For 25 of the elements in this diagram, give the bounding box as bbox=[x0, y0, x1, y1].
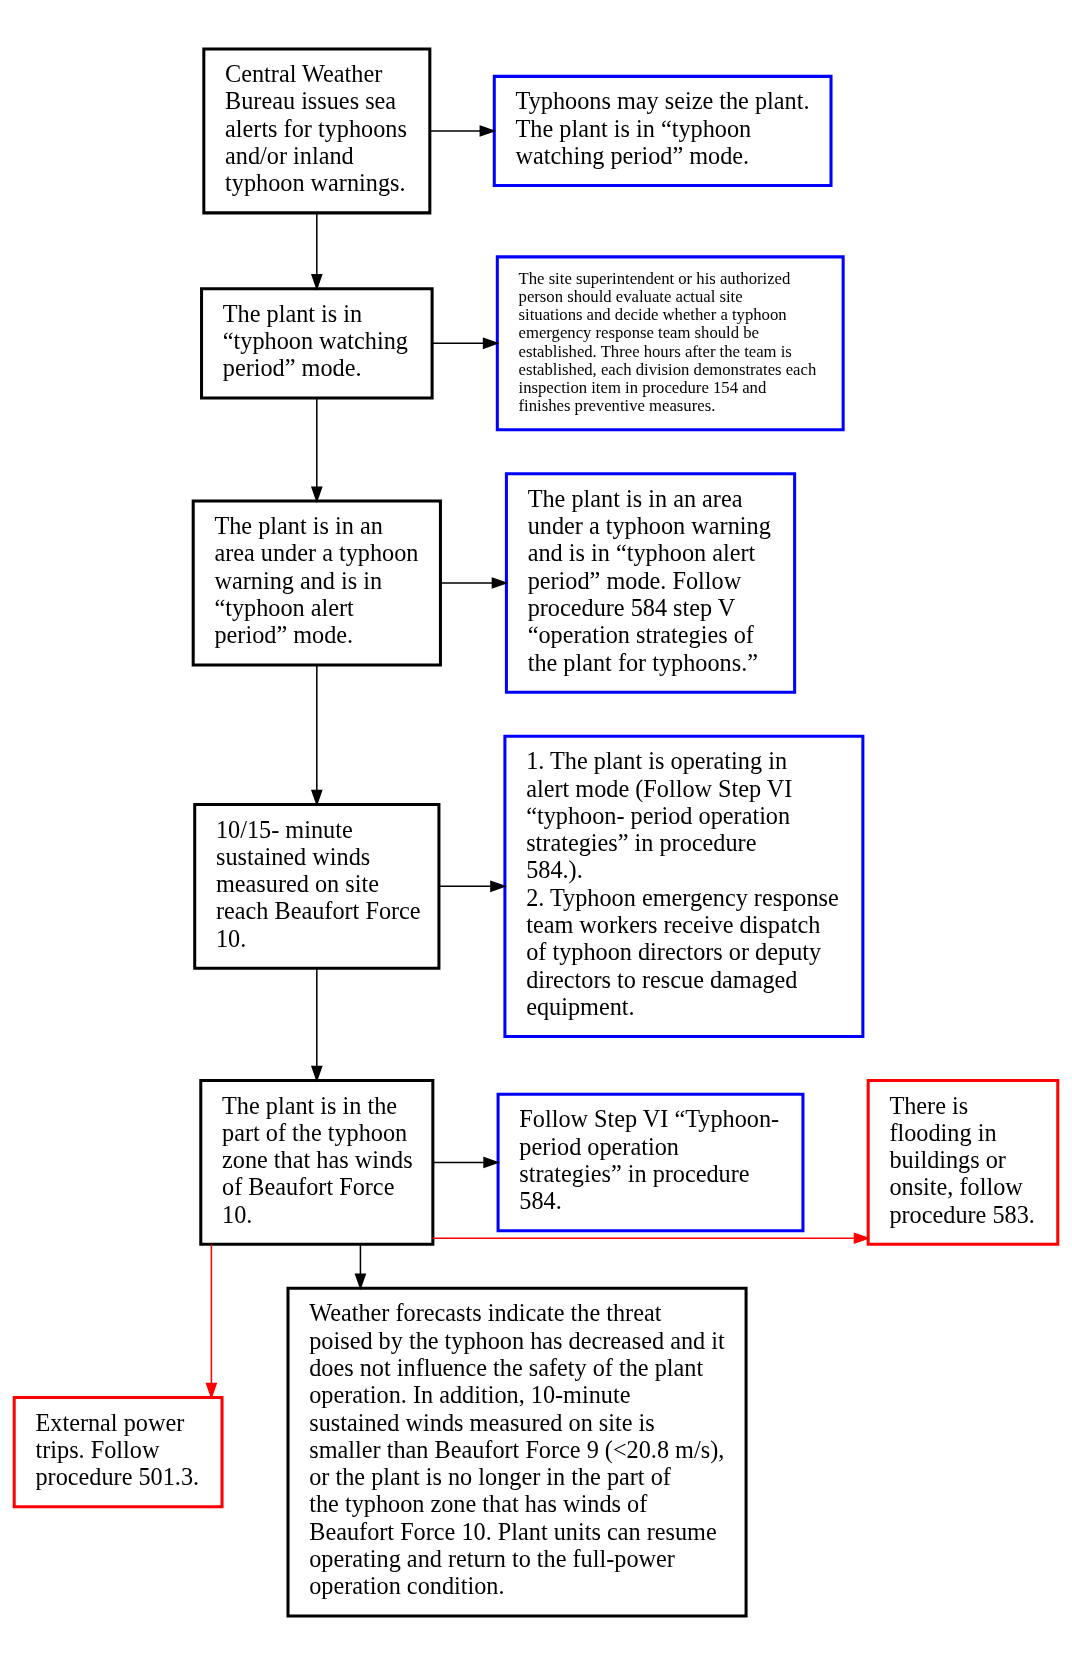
arrow bbox=[438, 880, 507, 893]
arrow bbox=[439, 577, 509, 589]
node-box: Typhoons may seize the plant. The plant is in “typhoon watching period” mode. bbox=[492, 74, 833, 188]
node-box: The plant is in the part of the typhoon zone that has winds of Beaufort Force 10. bbox=[199, 1079, 435, 1246]
node-box: Weather forecasts indicate the threat poised by the typhoon has decreased and it does not influence the safety of the plant operation. In addition, 10-minute sustained winds measured on site is smaller than Beaufort Force 9 (<20.8 m/s), or the plant is no longer in the part of the typhoon zone that has winds of Beaufort Force 10. Plant units can resume operating and return to the full-power operation condition. bbox=[286, 1286, 748, 1618]
arrow bbox=[310, 664, 323, 807]
node-box: The plant is in “typhoon watching period” mode. bbox=[200, 287, 434, 400]
arrow bbox=[205, 1243, 218, 1400]
arrow bbox=[310, 397, 323, 504]
arrow bbox=[310, 212, 323, 291]
node-box: There is flooding in buildings or onsite, follow procedure 583. bbox=[866, 1079, 1060, 1246]
arrow bbox=[431, 337, 500, 350]
arrow bbox=[429, 125, 497, 137]
arrow bbox=[432, 1156, 501, 1169]
node-box: External power trips. Follow procedure 501.3. bbox=[12, 1396, 224, 1509]
node-box: Follow Step VI “Typhoon- period operation strategies” in procedure 584. bbox=[496, 1092, 805, 1233]
node-box: 1. The plant is operating in alert mode (Follow Step VI “typhoon- period operation strategies” in procedure 584.). 2. Typhoon emergency response team workers receive dispatch of typhoon directors or deputy directors to rescue damaged equipment. bbox=[503, 734, 865, 1039]
arrow bbox=[432, 1232, 871, 1245]
arrow bbox=[310, 967, 323, 1083]
node-box: The plant is in an area under a typhoon warning and is in “typhoon alert period” mode. bbox=[191, 499, 442, 667]
arrow bbox=[354, 1243, 367, 1291]
node-box: Central Weather Bureau issues sea alerts for typhoons and/or inland typhoon warnings. bbox=[202, 47, 432, 215]
node-box: 10/15- minute sustained winds measured on site reach Beaufort Force 10. bbox=[193, 802, 441, 970]
node-box: The site superintendent or his authorized person should evaluate actual site situations and decide whether a typhoon emergency response team should be established. Three hours after the team is established, each division demonstrates each inspection item in procedure 154 and finishes preventive measures. bbox=[495, 255, 845, 432]
node-box: The plant is in an area under a typhoon warning and is in “typhoon alert period” mode. Follow procedure 584 step V “operation strategies of the plant for typhoons.” bbox=[504, 472, 797, 694]
